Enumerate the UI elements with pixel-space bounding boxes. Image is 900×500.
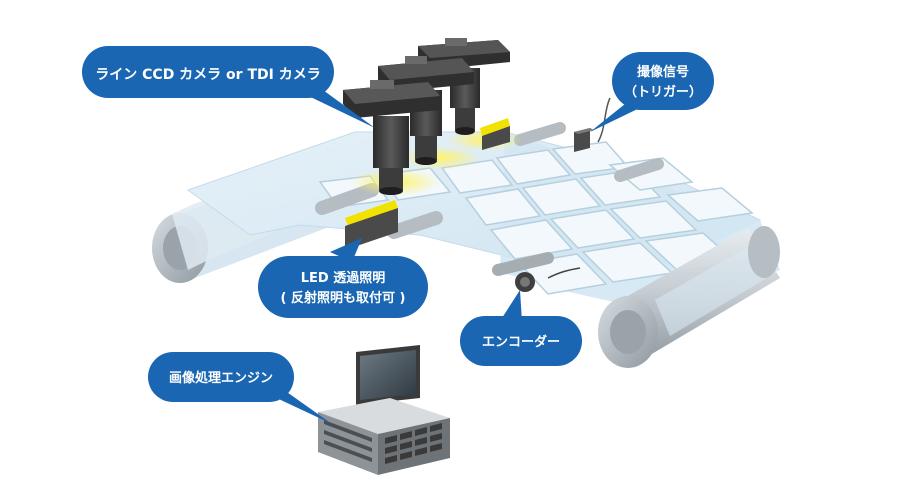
bubble-led: LED 透過照明 ( 反射照明も取付可 ) <box>258 238 428 318</box>
camera-label: ライン CCD カメラ or TDI カメラ <box>95 67 320 83</box>
processor-label: 画像処理エンジン <box>169 370 273 386</box>
trigger-label-line1: 撮像信号 <box>637 64 689 80</box>
line-cameras <box>343 38 510 195</box>
trigger-sensor <box>574 97 611 152</box>
camera-front <box>343 80 440 195</box>
trigger-label-line2: （トリガー） <box>624 84 702 100</box>
bubble-processor: 画像処理エンジン <box>148 352 332 424</box>
led-label-line1: LED 透過照明 <box>301 270 385 286</box>
takeup-roll <box>598 226 780 368</box>
rack-bays <box>385 423 442 464</box>
encoder-device <box>515 267 581 292</box>
led-label-line2: ( 反射照明も取付可 ) <box>281 290 406 306</box>
guide-rollers <box>315 122 664 276</box>
bubble-trigger: 撮像信号 （トリガー） <box>590 52 714 132</box>
image-processing-engine <box>318 345 450 475</box>
bubble-encoder: エンコーダー <box>460 290 582 366</box>
bubble-camera: ライン CCD カメラ or TDI カメラ <box>82 46 375 128</box>
encoder-label: エンコーダー <box>482 334 560 350</box>
